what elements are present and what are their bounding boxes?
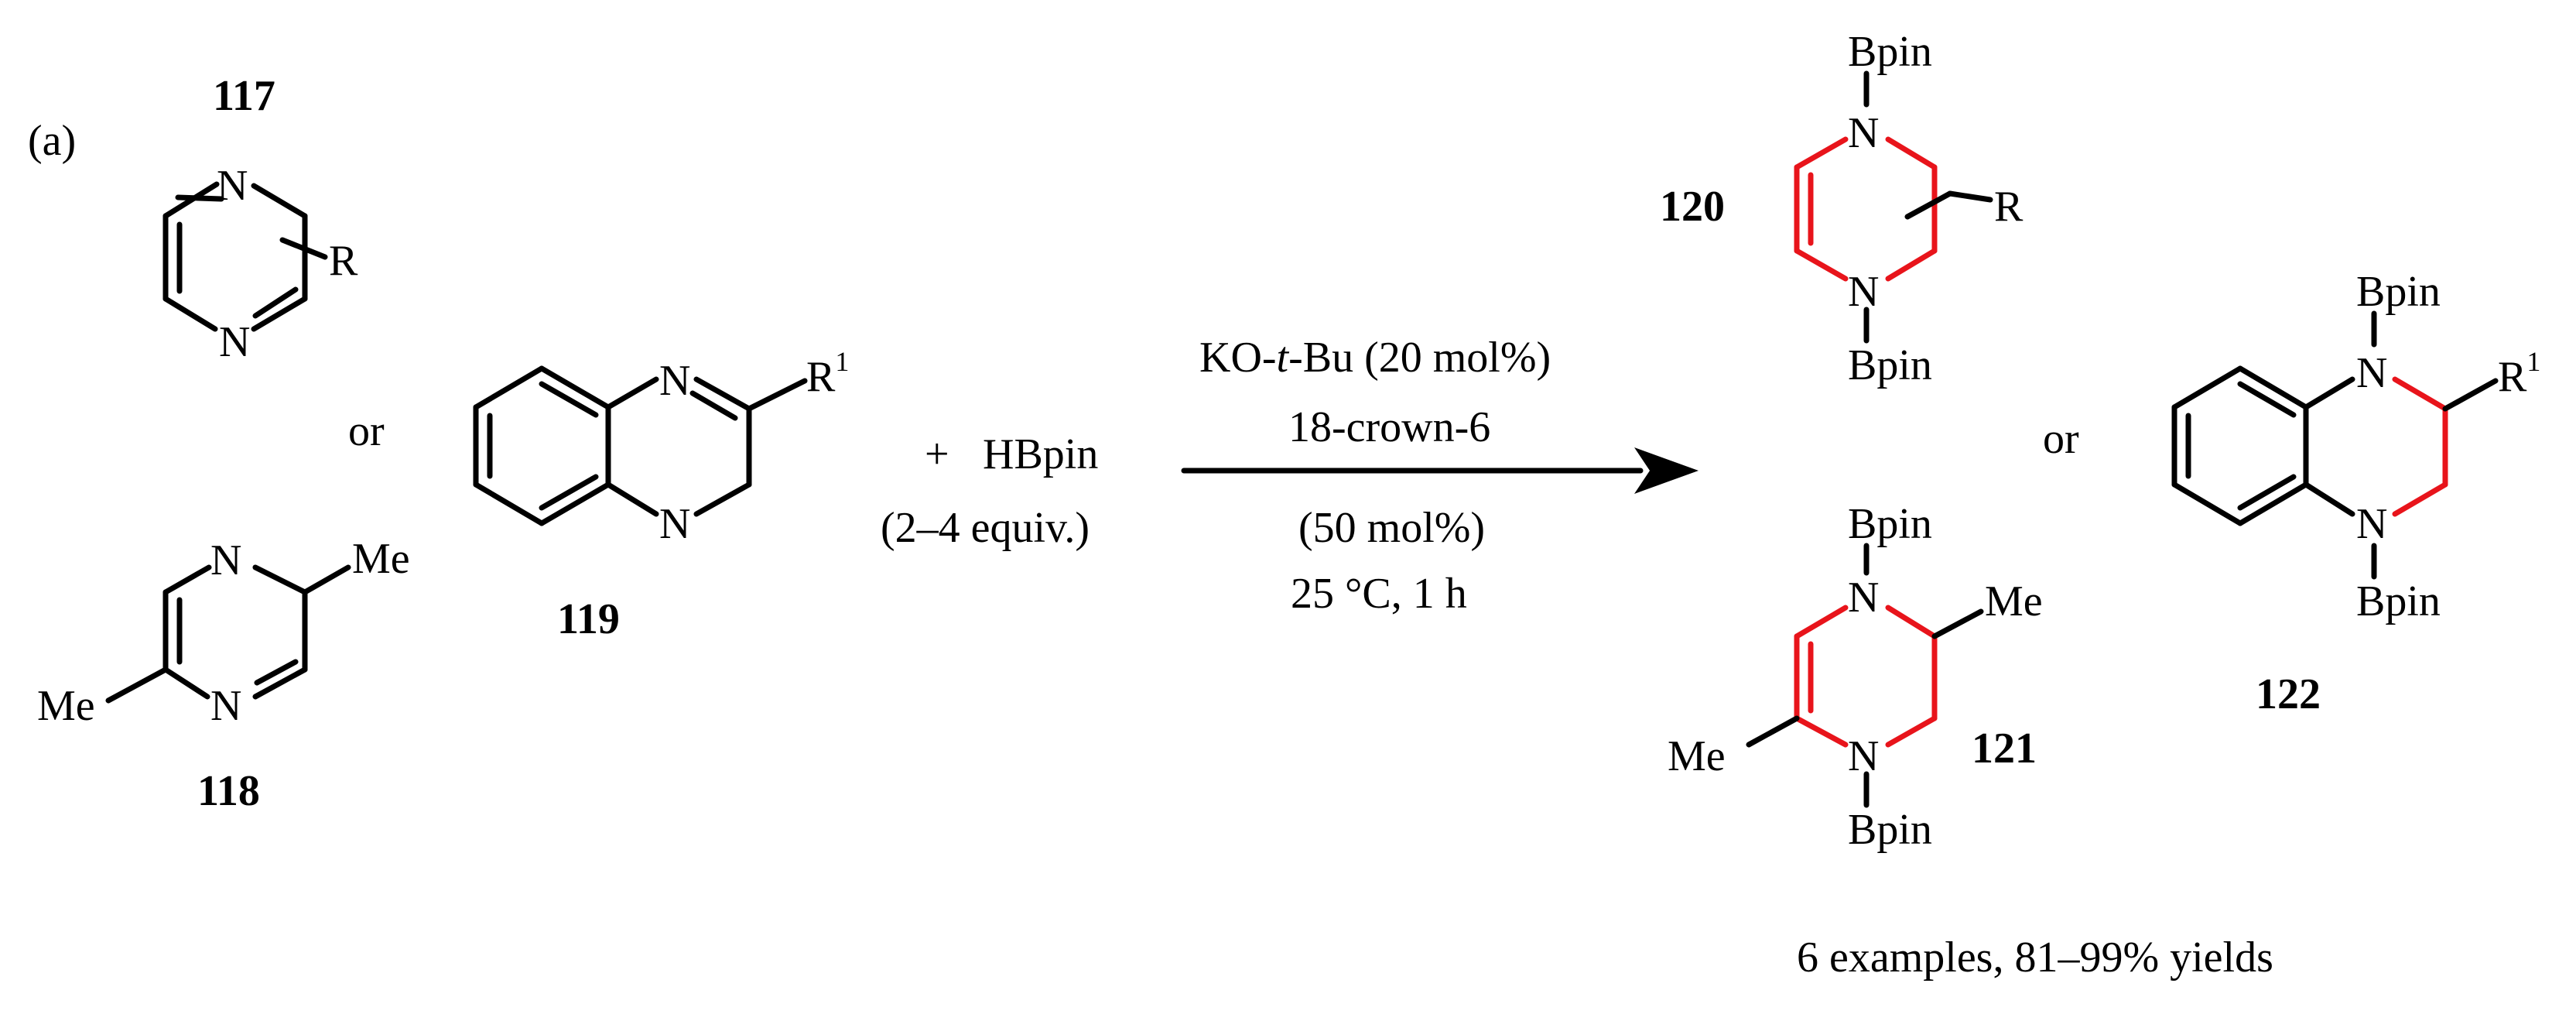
atom-N-119-bottom: N xyxy=(659,500,690,548)
atom-N-122-top: N xyxy=(2356,349,2387,397)
atom-Me-121-left: Me xyxy=(1668,732,1726,780)
atom-Me-118-right: Me xyxy=(352,535,410,583)
atom-R-122: R1 xyxy=(2498,346,2540,401)
atom-Bpin-120-top: Bpin xyxy=(1848,28,1932,76)
label-121: 121 xyxy=(1972,725,2037,773)
atom-Bpin-122-top: Bpin xyxy=(2356,268,2441,316)
compound-122: Bpin N R1 N Bpin 122 xyxy=(2171,268,2540,718)
label-118: 118 xyxy=(197,767,260,815)
condition-catalyst: KO-t-Bu (20 mol%) xyxy=(1199,334,1551,382)
atom-Bpin-120-bottom: Bpin xyxy=(1848,341,1932,389)
atom-N-120-bottom: N xyxy=(1848,268,1879,316)
reagent-hbpin: HBpin xyxy=(983,430,1098,478)
compound-117: 117 N N R xyxy=(162,72,358,366)
summary-text: 6 examples, 81–99% yields xyxy=(1797,934,2273,982)
atom-N-117-top: N xyxy=(217,162,248,210)
condition-additive: 18-crown-6 xyxy=(1288,403,1490,451)
atom-N-121-top: N xyxy=(1848,574,1879,622)
compound-120: Bpin N R N Bpin 120 xyxy=(1660,28,2024,389)
atom-Me-121-right: Me xyxy=(1985,577,2043,625)
atom-Bpin-121-top: Bpin xyxy=(1848,500,1932,548)
reagent-equiv: (2–4 equiv.) xyxy=(881,504,1090,552)
atom-N-118-top: N xyxy=(210,536,241,584)
atom-N-120-top: N xyxy=(1848,109,1879,157)
condition-temp-time: 25 °C, 1 h xyxy=(1291,570,1467,618)
atom-Bpin-121-bottom: Bpin xyxy=(1848,806,1932,854)
atom-R-120: R xyxy=(1994,183,2024,231)
atom-Me-118-left: Me xyxy=(37,682,95,730)
atom-N-119-top: N xyxy=(659,357,690,405)
reagent-plus: + xyxy=(925,430,949,478)
label-120: 120 xyxy=(1660,183,1725,231)
atom-N-122-bottom: N xyxy=(2356,500,2387,548)
atom-N-117-bottom: N xyxy=(219,318,250,366)
reaction-arrowhead xyxy=(1634,447,1699,494)
label-122: 122 xyxy=(2256,670,2321,718)
or-label-right: or xyxy=(2043,415,2079,463)
atom-R-117: R xyxy=(329,237,358,285)
atom-Bpin-122-bottom: Bpin xyxy=(2356,577,2441,625)
condition-additive-amount: (50 mol%) xyxy=(1298,504,1485,552)
label-119: 119 xyxy=(557,595,620,643)
compound-118: N N Me Me 118 xyxy=(37,535,410,815)
atom-N-118-bottom: N xyxy=(210,682,241,730)
compound-119: N N R1 119 xyxy=(473,346,849,643)
compound-121: Bpin N Me Me N Bpin 121 xyxy=(1668,500,2043,854)
panel-label: (a) xyxy=(28,117,76,165)
label-117: 117 xyxy=(213,72,275,120)
or-label-left: or xyxy=(348,407,385,455)
atom-N-121-bottom: N xyxy=(1848,732,1879,780)
atom-R-119: R1 xyxy=(806,346,849,401)
